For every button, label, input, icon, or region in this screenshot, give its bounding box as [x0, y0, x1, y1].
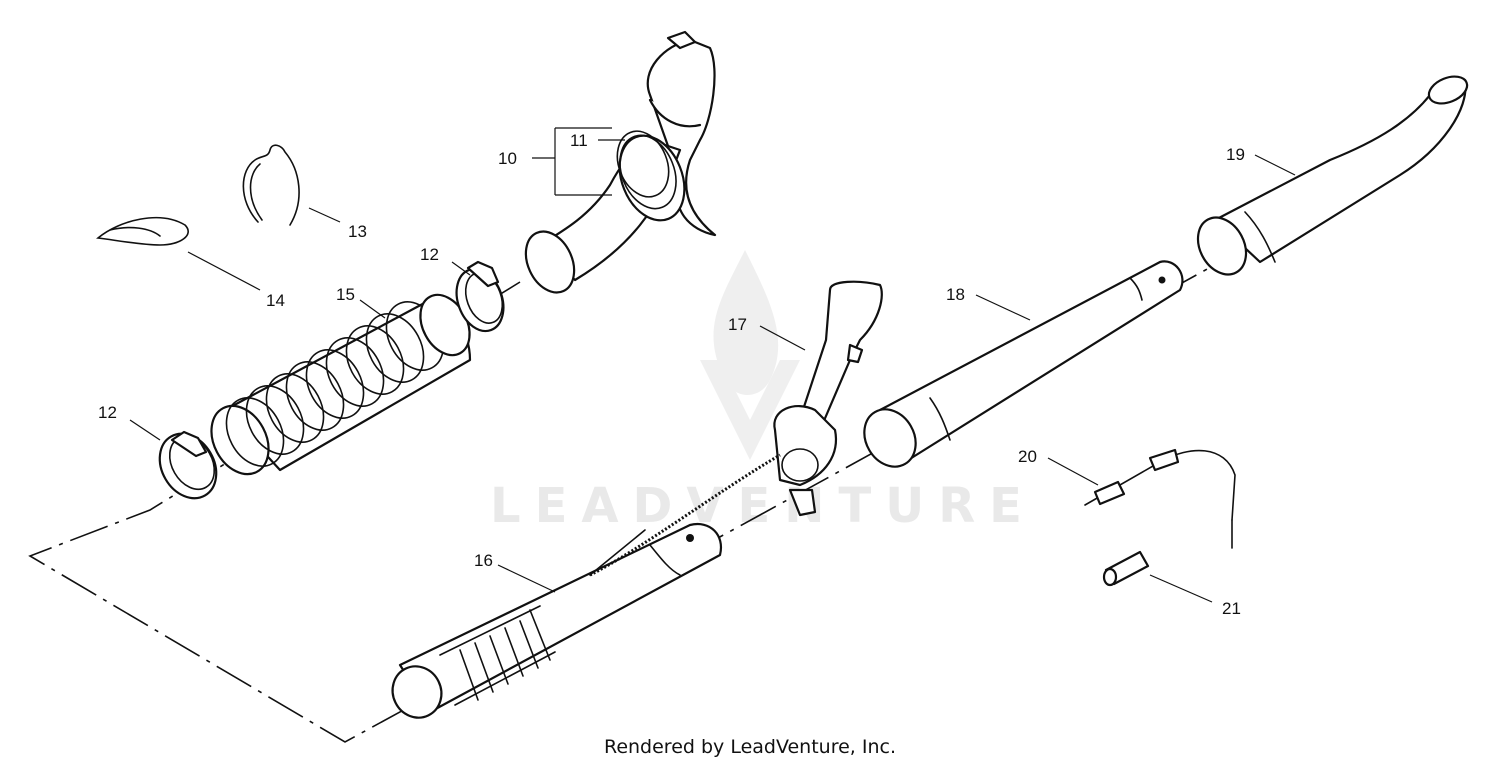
- part-16-tube: [391, 522, 723, 719]
- part-12-clamp-upper: [455, 260, 505, 333]
- callout-12-upper: 12: [420, 245, 439, 264]
- callout-15: 15: [336, 285, 355, 304]
- callout-19: 19: [1226, 145, 1245, 164]
- callouts: 10 11 12 12 13 14 15 16 17 18 19 20 21: [98, 131, 1245, 618]
- part-21-connector: [1102, 550, 1150, 587]
- callout-14: 14: [266, 291, 285, 310]
- callout-13: 13: [348, 222, 367, 241]
- leader-lines: [129, 127, 1296, 603]
- part-15-hose: [210, 293, 472, 476]
- part-18-tube: [863, 260, 1184, 468]
- callout-12-lower: 12: [98, 403, 117, 422]
- part-12-clamp-lower: [158, 430, 218, 500]
- callout-20: 20: [1018, 447, 1037, 466]
- watermark-text: LEADVENTURE: [490, 478, 1036, 534]
- callout-11: 11: [570, 131, 588, 150]
- callout-21: 21: [1222, 599, 1241, 618]
- part-10-elbow: [524, 30, 717, 294]
- part-20-cable: [1084, 448, 1236, 549]
- watermark: LEADVENTURE: [490, 250, 1036, 534]
- part-13-clip: [242, 144, 300, 226]
- part-19-nozzle: [1196, 75, 1469, 276]
- part-14-strap: [96, 216, 189, 246]
- part-17-handle: [589, 280, 883, 577]
- callout-16: 16: [474, 551, 493, 570]
- callout-18: 18: [946, 285, 965, 304]
- callout-10: 10: [498, 149, 517, 168]
- callout-17: 17: [728, 315, 747, 334]
- footer-credit: Rendered by LeadVenture, Inc.: [603, 736, 897, 758]
